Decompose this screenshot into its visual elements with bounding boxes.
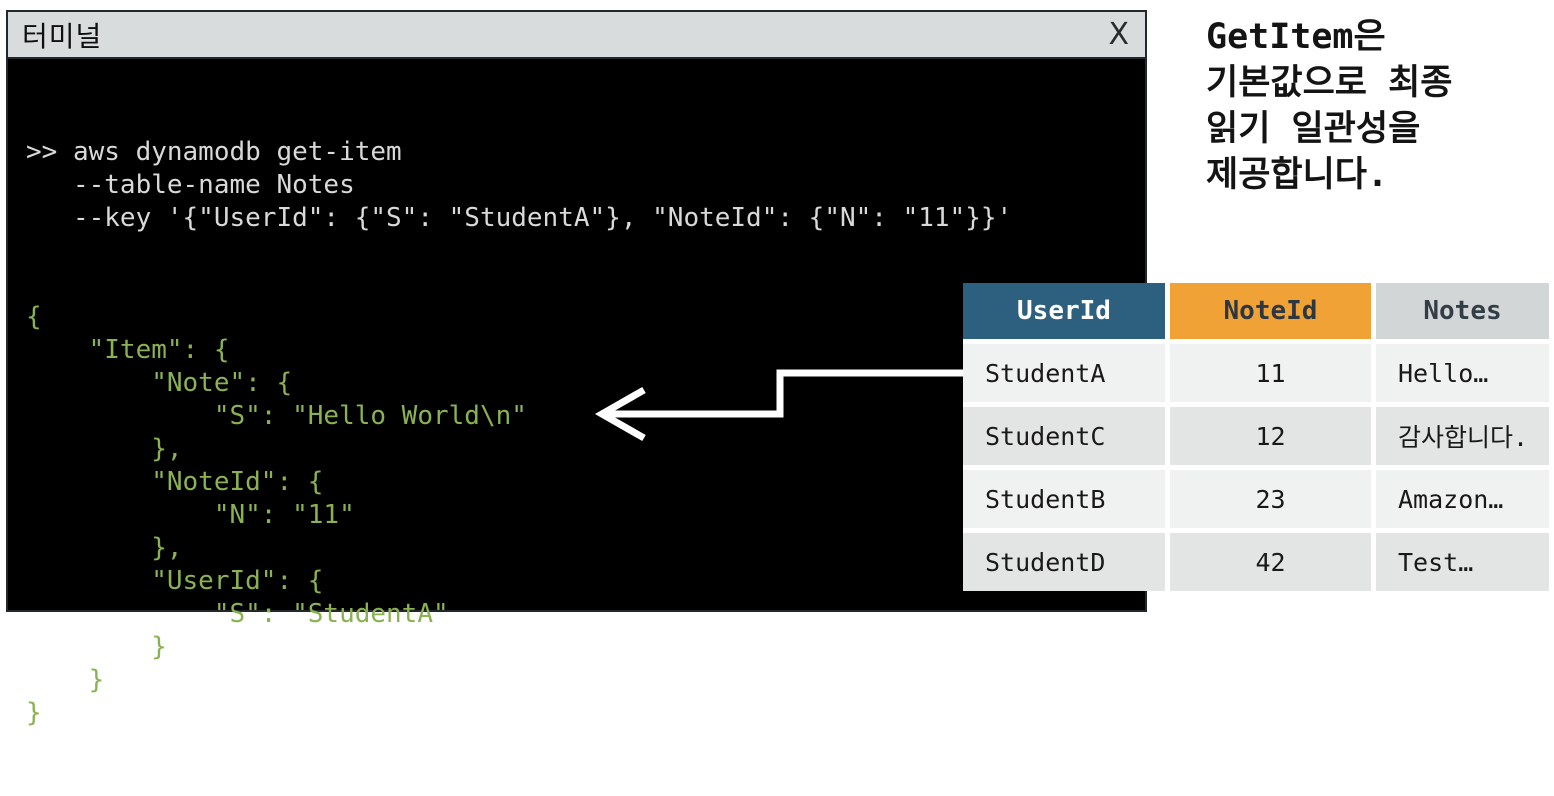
column-header-notes: Notes [1376, 283, 1549, 339]
cell-noteid: 12 [1170, 407, 1371, 465]
cell-notes: Hello… [1376, 344, 1549, 402]
notes-table: UserId NoteId Notes StudentA 11 Hello… S… [963, 283, 1549, 591]
cell-notes: Amazon… [1376, 470, 1549, 528]
column-header-noteid: NoteId [1170, 283, 1371, 339]
cell-userid: StudentA [963, 344, 1165, 402]
close-button[interactable]: X [1108, 16, 1129, 52]
cell-userid: StudentB [963, 470, 1165, 528]
column-header-userid: UserId [963, 283, 1165, 339]
terminal-content[interactable]: >> aws dynamodb get-item --table-name No… [8, 59, 1145, 796]
terminal-command-text: >> aws dynamodb get-item --table-name No… [26, 137, 1013, 233]
cell-noteid: 23 [1170, 470, 1371, 528]
cell-noteid: 42 [1170, 533, 1371, 591]
window-title: 터미널 [22, 19, 103, 53]
terminal-title-bar: 터미널 X [8, 12, 1145, 59]
terminal-window: 터미널 X >> aws dynamodb get-item --table-n… [6, 10, 1147, 728]
cell-userid: StudentD [963, 533, 1165, 591]
cell-noteid: 11 [1170, 344, 1371, 402]
flow-arrow-icon [594, 369, 963, 442]
annotation-text: GetItem은 기본값으로 최종 읽기 일관성을 제공합니다. [1206, 17, 1453, 195]
cell-notes: Test… [1376, 533, 1549, 591]
cell-notes: 감사합니다. [1376, 407, 1549, 465]
cell-userid: StudentC [963, 407, 1165, 465]
